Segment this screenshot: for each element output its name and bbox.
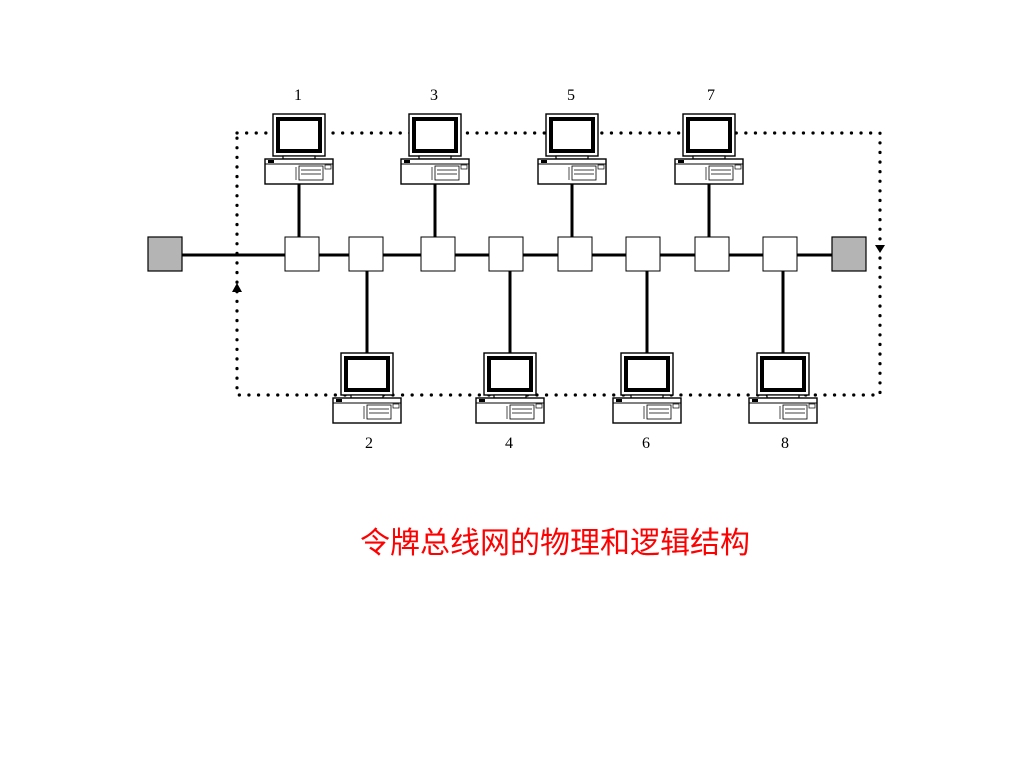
bus-tap-3	[420, 236, 456, 272]
bus-terminator-right	[831, 236, 867, 272]
bus-terminator-left	[147, 236, 183, 272]
bus-tap-1	[284, 236, 320, 272]
computer-icon	[474, 351, 546, 425]
station-label-3: 3	[430, 87, 438, 104]
bus-tap-2	[348, 236, 384, 272]
diagram-caption: 令牌总线网的物理和逻辑结构	[360, 526, 750, 561]
station-label-5: 5	[567, 87, 575, 104]
bus-tap-5	[557, 236, 593, 272]
computer-icon	[331, 351, 403, 425]
bus-tap-7	[694, 236, 730, 272]
station-label-8: 8	[781, 435, 789, 452]
computer-icon	[747, 351, 819, 425]
arrowhead-icon	[875, 245, 885, 253]
station-label-2: 2	[365, 435, 373, 452]
station-label-7: 7	[707, 87, 715, 104]
bus-tap-4	[488, 236, 524, 272]
bus-taps	[284, 236, 798, 272]
arrowhead-icon	[232, 283, 242, 292]
bus-tap-6	[625, 236, 661, 272]
computer-icon	[673, 112, 745, 186]
computer-icon	[399, 112, 471, 186]
logical-ring	[232, 131, 885, 397]
station-label-4: 4	[505, 435, 513, 452]
computer-icon	[263, 112, 335, 186]
bus-tap-8	[762, 236, 798, 272]
station-label-1: 1	[294, 87, 302, 104]
computer-icon	[536, 112, 608, 186]
computer-icon	[611, 351, 683, 425]
station-label-6: 6	[642, 435, 650, 452]
